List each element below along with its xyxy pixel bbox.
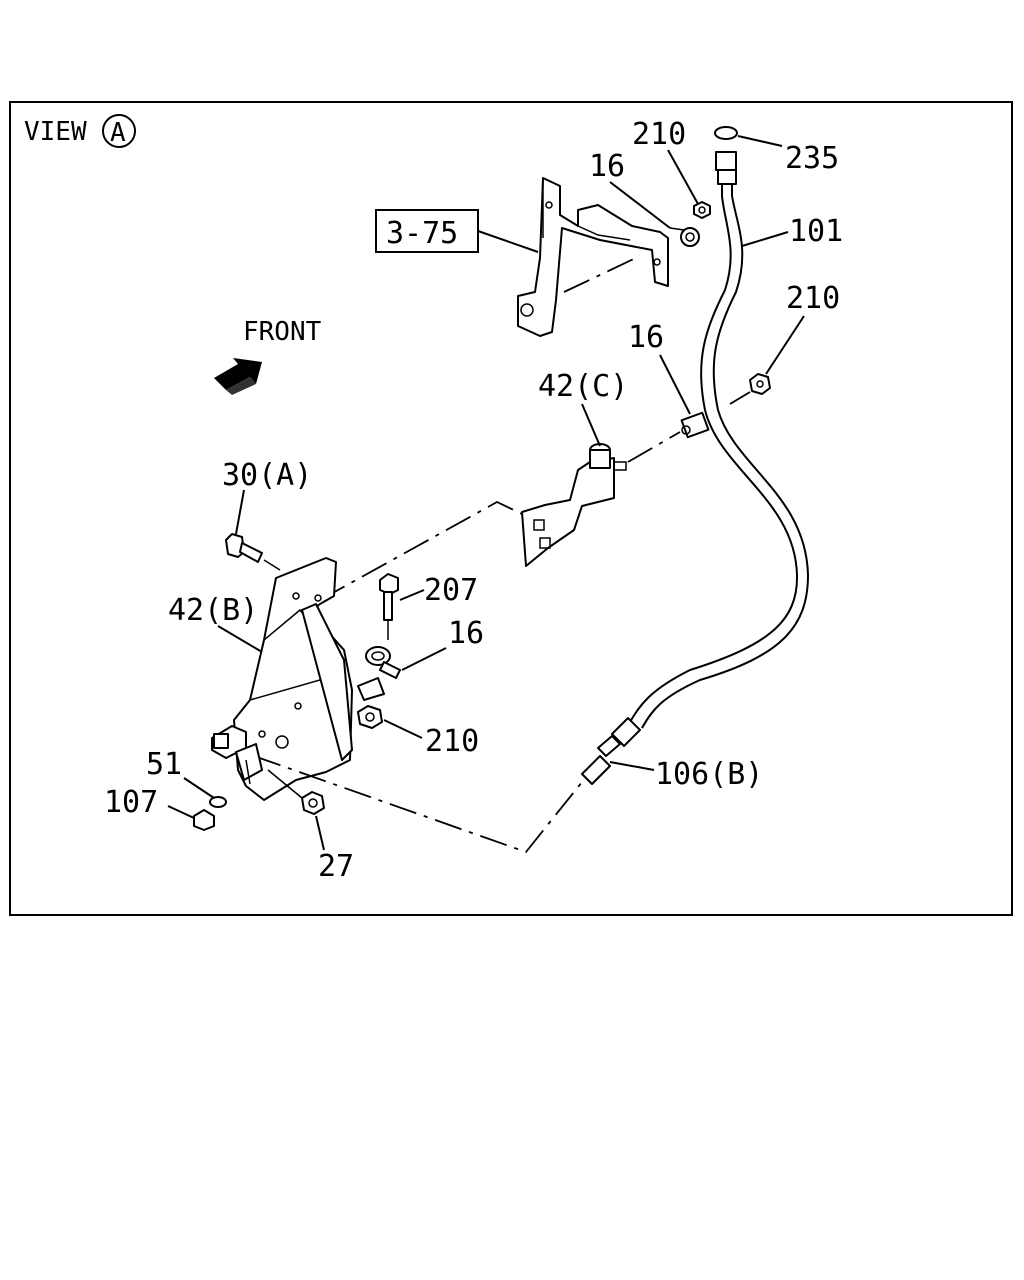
- view-letter: A: [110, 118, 126, 148]
- nut-210-top: [693, 201, 711, 219]
- label-16-mid: 16: [628, 320, 664, 355]
- label-210-top: 210: [632, 117, 686, 152]
- clip-16-mid: [680, 411, 710, 439]
- label-42b: 42(B): [168, 593, 258, 628]
- view-letter-circle: [102, 114, 136, 148]
- clip-16-low: [357, 646, 401, 701]
- hose-106b: [581, 717, 641, 785]
- nut-27: [301, 791, 325, 815]
- bolt-30a: [225, 533, 263, 563]
- view-label: VIEW: [24, 117, 87, 147]
- bolt-207: [379, 573, 399, 621]
- label-101: 101: [789, 214, 843, 249]
- diagram-frame: [9, 101, 1013, 916]
- front-label: FRONT: [243, 317, 322, 347]
- label-207: 207: [424, 573, 478, 608]
- nut-210-right: [749, 373, 771, 395]
- washer-51: [209, 796, 227, 808]
- bracket-42c: [521, 443, 627, 567]
- front-arrow-icon: [214, 358, 262, 395]
- label-107: 107: [104, 785, 158, 820]
- label-16-low: 16: [448, 616, 484, 651]
- label-106b: 106(B): [655, 757, 763, 792]
- pipe-101: [629, 151, 810, 729]
- bracket-3-75: [517, 177, 669, 337]
- label-42c: 42(C): [538, 369, 628, 404]
- o-ring-235: [714, 126, 738, 140]
- label-30a: 30(A): [222, 458, 312, 493]
- label-235: 235: [785, 141, 839, 176]
- nut-210-low: [357, 705, 383, 729]
- bracket-42b: [233, 557, 353, 801]
- label-210-low: 210: [425, 724, 479, 759]
- label-3-75: 3-75: [386, 216, 458, 251]
- label-51: 51: [146, 747, 182, 782]
- label-16-top: 16: [589, 149, 625, 184]
- label-27: 27: [318, 849, 354, 884]
- clip-16-top: [669, 227, 700, 247]
- nut-107: [193, 809, 215, 831]
- switch-assembly: [211, 725, 263, 785]
- label-210-right: 210: [786, 281, 840, 316]
